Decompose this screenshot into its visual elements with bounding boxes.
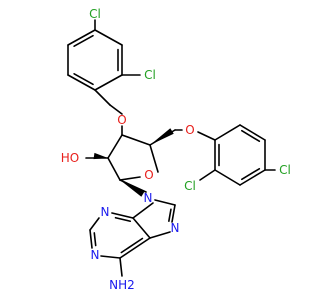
atom-label-n3: N bbox=[101, 205, 110, 219]
bond-23 bbox=[154, 199, 176, 206]
atom-label-cl-upper-ortho: Cl bbox=[144, 68, 156, 82]
bond-inner bbox=[241, 167, 261, 181]
bond-26 bbox=[132, 202, 154, 219]
bond-9 bbox=[107, 134, 123, 159]
atom-label-cl-right-ortho: Cl bbox=[184, 179, 196, 193]
bond-c8-n7 bbox=[171, 204, 176, 223]
bond-c6-c5 bbox=[119, 237, 151, 259]
bond-13 bbox=[121, 134, 151, 146]
bond-25 bbox=[132, 217, 151, 239]
bond-27 bbox=[89, 217, 100, 231]
bond-inner bbox=[241, 129, 261, 143]
bond-28 bbox=[100, 255, 121, 259]
atom-label-nh2: NH2 bbox=[109, 278, 135, 292]
bond-10 bbox=[107, 157, 121, 181]
wedge-glycosidic bbox=[120, 180, 145, 197]
bond-c8-n7-inner bbox=[168, 208, 172, 222]
atom-label-n9: N bbox=[144, 191, 153, 205]
stereo-wedge-layer bbox=[93, 128, 174, 197]
bond-0 bbox=[94, 29, 123, 46]
wedge-c5 bbox=[150, 128, 174, 145]
atom-label-o-ether-right: O bbox=[185, 123, 194, 137]
atom-label-n7: N bbox=[171, 221, 180, 235]
atom-label-ho-hydroxyl: HO bbox=[61, 151, 79, 165]
bond-20 bbox=[239, 169, 266, 186]
bond-5 bbox=[67, 29, 96, 46]
bond-12 bbox=[149, 144, 159, 173]
bond-3 bbox=[67, 74, 96, 91]
bond-24 bbox=[149, 231, 171, 239]
atom-label-o-ring: O bbox=[144, 168, 153, 182]
bond-inner bbox=[73, 73, 94, 86]
atom-label-cl-top: Cl bbox=[89, 7, 101, 21]
atom-label-cl-right-para: Cl bbox=[279, 163, 291, 177]
bond-18 bbox=[239, 124, 266, 141]
bond-c6-amine bbox=[119, 257, 123, 277]
bond-21 bbox=[214, 169, 241, 186]
bond-cl-right-ortho bbox=[199, 169, 216, 181]
bond-11 bbox=[119, 176, 141, 181]
bond-7 bbox=[109, 104, 123, 115]
bond-inner bbox=[73, 34, 94, 47]
bond-c4-n3 bbox=[111, 212, 134, 219]
bond-c6-c5-inner bbox=[120, 237, 144, 254]
bond-c2-n1-inner bbox=[93, 232, 97, 247]
bond-16 bbox=[197, 131, 216, 141]
bond-c2-n1 bbox=[89, 229, 93, 249]
bond-6 bbox=[94, 89, 111, 106]
bond-2 bbox=[94, 74, 123, 91]
wedge-hydroxyl bbox=[93, 152, 108, 160]
bond-layer bbox=[67, 19, 276, 277]
bond-17 bbox=[214, 124, 241, 141]
atom-label-o-ether-upper: O bbox=[117, 113, 126, 127]
bond-c4-n3-inner bbox=[114, 216, 132, 223]
atom-label-n1: N bbox=[91, 248, 100, 262]
